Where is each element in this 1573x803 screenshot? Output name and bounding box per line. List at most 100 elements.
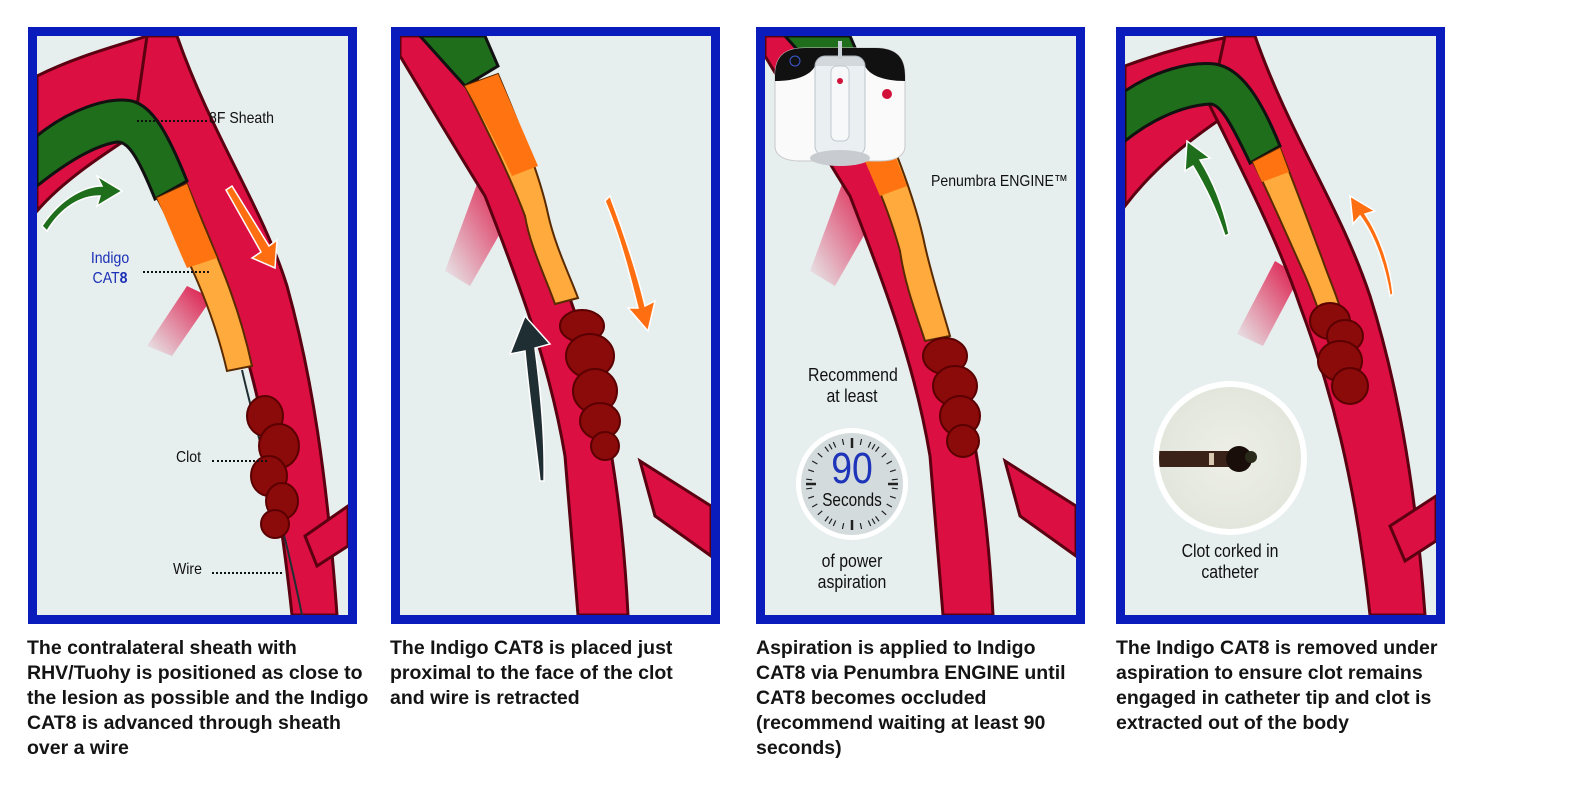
step-2-illustration [400, 36, 711, 615]
timer-tick [841, 523, 845, 530]
timer-tick [806, 478, 813, 481]
wire-label: Wire [173, 561, 202, 578]
step-3-panel: Penumbra ENGINE™ Recommend at least 90 S… [756, 27, 1085, 624]
timer-tick [891, 478, 898, 481]
caption-text: is removed under aspiration to ensure cl… [1116, 637, 1438, 734]
clot-leader-line [212, 460, 267, 462]
timer-tick [817, 452, 823, 458]
green-arrow-up [1184, 139, 1230, 238]
step-1-illustration [37, 36, 348, 615]
clot [1309, 302, 1369, 405]
catheter-label-line2: CAT8 [84, 269, 137, 289]
right-branch-vessel [303, 504, 348, 569]
clot-corked-line1: Clot corked in [1181, 541, 1279, 561]
aspiration-line1: of power [821, 551, 883, 571]
timer-tick [871, 443, 876, 450]
caption-text: Aspiration is applied to Indigo [756, 637, 1036, 659]
sheath-leader-line [137, 120, 207, 122]
timer-tick [886, 460, 893, 465]
caption-product: CAT8 [1219, 637, 1270, 659]
timer-tick [824, 446, 829, 452]
timer-tick [881, 452, 887, 458]
device-label: Penumbra ENGINE™ [931, 173, 1068, 190]
catheter-dark-section [157, 184, 217, 268]
right-branch-vessel [637, 457, 711, 558]
step-1-panel: 8F Sheath Indigo CAT8 Clot Wire [28, 27, 357, 624]
catheter-dark-section [1253, 148, 1289, 182]
catheter-label-bold: 8 [119, 270, 128, 287]
timer-tick [871, 518, 876, 525]
timer-tick [828, 443, 833, 450]
dark-arrow-up [508, 314, 552, 482]
green-arrow [41, 174, 124, 233]
orange-arrow-down [604, 194, 657, 333]
sheath-label: 8F Sheath [209, 110, 274, 127]
clot-label: Clot [176, 449, 202, 466]
timer-tick [811, 460, 818, 465]
clot [246, 395, 300, 539]
timer-face [801, 433, 903, 535]
timer-tick [817, 510, 823, 516]
caption-text: is placed just proximal to the face of t… [390, 637, 673, 709]
timer-tick [832, 520, 837, 527]
clot [922, 337, 981, 458]
step-1-caption: The contralateral sheath with RHV/Tuohy … [27, 637, 369, 759]
penumbra-engine-device [774, 41, 906, 166]
step-2-caption: The Indigo CAT8 is placed just proximal … [390, 636, 700, 711]
orange-arrow-up [1349, 194, 1394, 298]
aspiration-line2: aspiration [817, 572, 887, 592]
wire-leader-line [212, 572, 282, 574]
timer-tick [859, 438, 863, 445]
aspiration-label: of power aspiration [808, 551, 896, 593]
clot [559, 309, 621, 461]
side-branch-vessel [147, 286, 212, 356]
recommend-label: Recommend at least [808, 365, 898, 407]
timer-tick [886, 503, 893, 508]
clot-corked-photo-image [1159, 387, 1301, 529]
sheath [417, 36, 500, 88]
step-2-panel [391, 27, 720, 624]
catheter-label-line1: Indigo [90, 250, 130, 267]
clot-corked-line2: catheter [1201, 562, 1259, 582]
clot-corked-label: Clot corked in catheter [1164, 541, 1296, 583]
caption-product: CAT8 [756, 687, 806, 709]
catheter-label-text: CAT [92, 270, 120, 287]
caption-text: via Penumbra ENGINE until [805, 662, 1066, 684]
catheter-label: Indigo CAT8 [84, 249, 137, 289]
timer-ticks [806, 438, 898, 530]
recommend-line2: at least [826, 386, 878, 406]
catheter-leader-line [143, 271, 209, 273]
timer-tick [875, 516, 880, 522]
caption-text: becomes occluded (recommend waiting at l… [756, 687, 1046, 759]
orange-arrow-down [225, 184, 278, 270]
timer-tick [841, 438, 845, 445]
timer-tick [808, 469, 815, 473]
sheath [1125, 61, 1282, 166]
side-branch-vessel [1237, 261, 1300, 346]
clot-corked-photo [1153, 381, 1307, 535]
timer-tick [832, 441, 837, 448]
timer-tick [824, 516, 829, 522]
timer-value: 90 [831, 444, 873, 493]
timer-tick [889, 469, 896, 473]
step-4-caption: The Indigo CAT8 is removed under aspirat… [1116, 636, 1441, 736]
timer-tick [867, 520, 872, 527]
timer-tick [828, 518, 833, 525]
catheter-dark-section [465, 74, 538, 176]
sheath [37, 98, 189, 202]
caption-product: CAT8 [756, 662, 806, 684]
step-3-caption: Aspiration is applied to Indigo CAT8 via… [756, 636, 1071, 761]
timer-tick [808, 495, 815, 499]
recommend-line1: Recommend [808, 365, 898, 385]
timer-unit: Seconds [822, 490, 882, 510]
timer-tick [881, 510, 887, 516]
timer-tick [806, 487, 813, 490]
caption-product: CAT8 [493, 637, 544, 659]
caption-text: The Indigo [390, 637, 494, 659]
corked-catheter-image [1159, 446, 1257, 472]
timer-tick [891, 487, 898, 490]
timer-tick [859, 523, 863, 530]
step-4-panel: Clot corked in catheter [1116, 27, 1445, 624]
right-branch-vessel [1002, 457, 1076, 558]
timer-tick [867, 441, 872, 448]
